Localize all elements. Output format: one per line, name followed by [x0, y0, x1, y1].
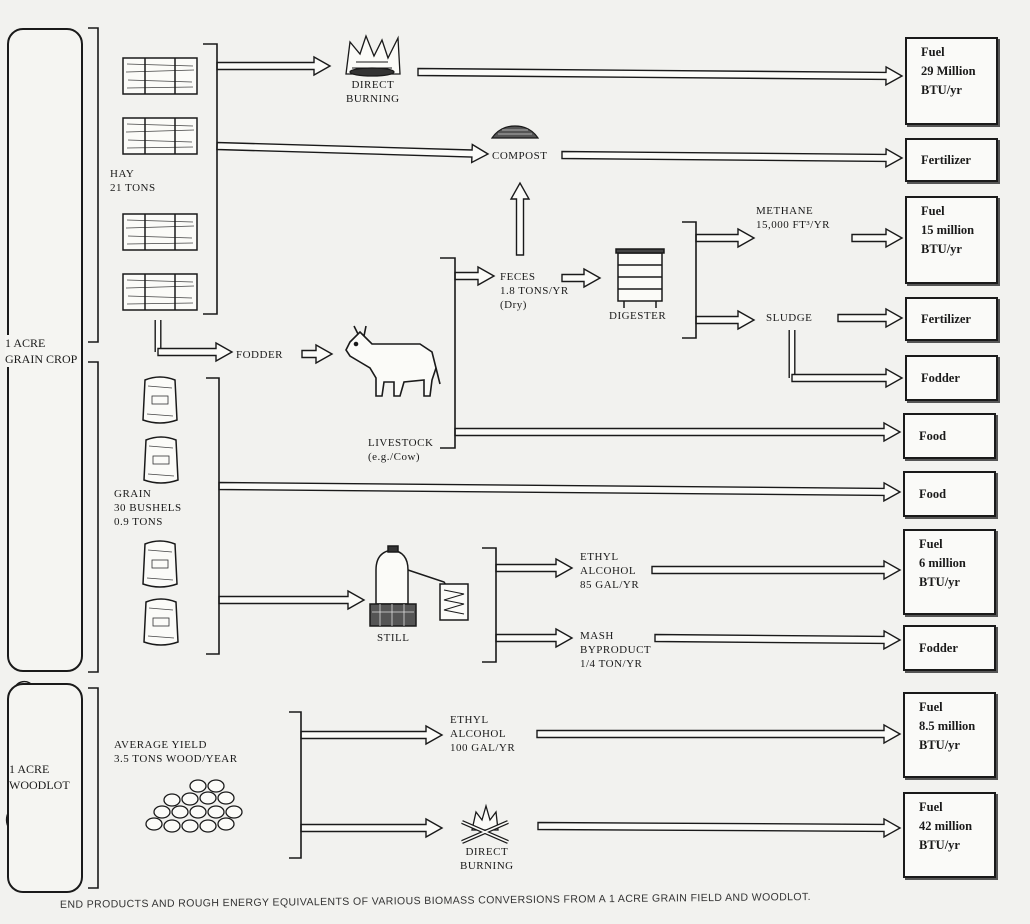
flow-arrow: [695, 309, 756, 331]
flow-arrow: [651, 559, 902, 581]
flow-arrow: [837, 307, 904, 329]
output-fodder-mash: Fodder: [903, 625, 996, 671]
output-fertilizer-compost: Fertilizer: [905, 138, 998, 182]
flow-arrow: [654, 629, 902, 651]
label-ethyl-alcohol-2: ETHYL ALCOHOL 100 GAL/YR: [450, 714, 516, 754]
flow-arrow: [454, 421, 902, 443]
woodlot-panel: 1 ACRE WOODLOT: [7, 683, 83, 893]
flow-arrow: [536, 723, 902, 745]
output-fuel-ethanol: Fuel 6 million BTU/yr: [903, 529, 996, 615]
label-ethyl-alcohol-1: ETHYL ALCOHOL 85 GAL/YR: [580, 551, 640, 591]
output-fuel-wood-burning: Fuel 42 million BTU/yr: [903, 792, 996, 878]
label-livestock: LIVESTOCK (e.g./Cow): [368, 437, 434, 463]
woodlot-label: 1 ACRE WOODLOT: [9, 761, 70, 793]
label-direct-burning-1: DIRECT BURNING: [346, 79, 400, 105]
grain-crop-label: 1 ACRE GRAIN CROP: [5, 335, 78, 367]
label-methane: METHANE 15,000 FT³/YR: [756, 205, 830, 231]
label-sludge: SLUDGE: [766, 312, 813, 324]
flow-arrow: [495, 557, 574, 579]
flow-arrow: [695, 227, 756, 249]
label-average-yield: AVERAGE YIELD 3.5 TONS WOOD/YEAR: [114, 739, 238, 765]
flow-arrow: [300, 724, 444, 746]
output-fuel-methane: Fuel 15 million BTU/yr: [905, 196, 998, 284]
label-direct-burning-2: DIRECT BURNING: [460, 846, 514, 872]
label-feces: FECES 1.8 TONS/YR (Dry): [500, 271, 569, 311]
label-still: STILL: [377, 632, 410, 644]
brackets: [88, 27, 697, 889]
flow-arrow: [218, 481, 902, 503]
flow-arrow: [495, 627, 574, 649]
flow-arrow: [157, 341, 234, 363]
flow-arrow: [537, 817, 902, 839]
output-fuel-wood-ethanol: Fuel 8.5 million BTU/yr: [903, 692, 996, 778]
flow-arrow: [509, 181, 531, 256]
output-food-grain: Food: [903, 471, 996, 517]
digester-icon: [615, 248, 665, 308]
grain-crop-panel: 1 ACRE GRAIN CROP: [5, 28, 83, 672]
flow-arrow: [216, 55, 332, 77]
flow-arrow: [561, 267, 602, 289]
output-fertilizer-sludge: Fertilizer: [905, 297, 998, 341]
output-fodder-sludge: Fodder: [905, 355, 998, 401]
double-arrows: [154, 55, 904, 839]
flow-arrow: [301, 343, 334, 365]
label-grain: GRAIN 30 BUSHELS 0.9 TONS: [114, 488, 182, 528]
campfire-icon: [461, 803, 509, 844]
output-food-livestock: Food: [903, 413, 996, 459]
label-digester: DIGESTER: [609, 310, 667, 322]
flow-arrow: [561, 147, 904, 169]
flow-arrow: [216, 141, 490, 164]
output-fuel-hay: Fuel 29 Million BTU/yr: [905, 37, 998, 125]
label-fodder: FODDER: [236, 349, 284, 361]
still-icon: [369, 545, 469, 627]
compost-pile-icon: [490, 125, 540, 139]
fire-icon: [345, 34, 401, 77]
woodpile-icon: [145, 779, 243, 833]
label-compost: COMPOST: [492, 150, 548, 162]
flow-arrow: [300, 817, 444, 839]
flow-arrow: [851, 227, 904, 249]
flow-arrow: [454, 265, 496, 287]
flow-arrow: [417, 65, 904, 87]
label-hay: HAY 21 TONS: [110, 168, 156, 194]
label-mash-byproduct: MASH BYPRODUCT 1/4 TON/YR: [580, 630, 652, 670]
flow-arrow: [791, 367, 904, 389]
flow-arrow: [218, 589, 366, 611]
cow-icon: [345, 325, 441, 397]
